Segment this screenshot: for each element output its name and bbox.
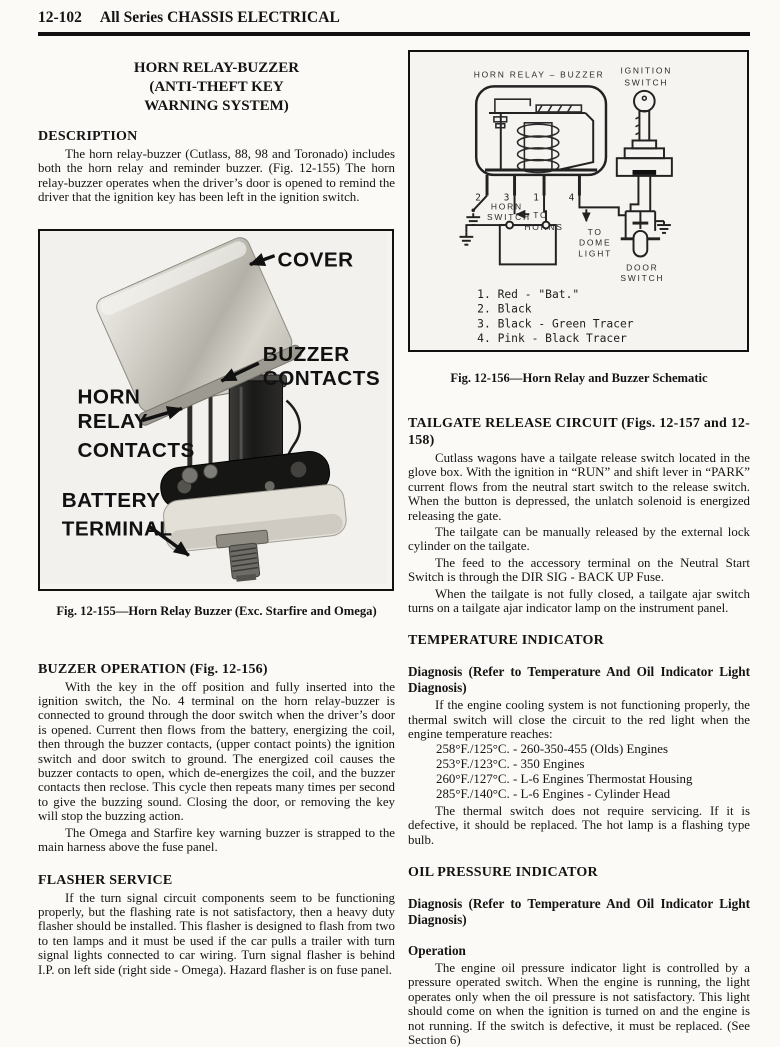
horn-relay-label-3: CONTACTS: [77, 438, 194, 461]
tailgate-paragraph-4: When the tailgate is not fully closed, a…: [408, 586, 750, 616]
tailgate-paragraph-2: The tailgate can be manually released by…: [408, 525, 750, 554]
terminal-4-number: 4: [569, 192, 575, 203]
battery-terminal-stud: [215, 529, 269, 582]
horn-switch-label-1: HORN: [491, 201, 523, 211]
oil-operation-paragraph: The engine oil pressure indicator light …: [408, 960, 750, 1047]
dome-light-label-2: DOME: [579, 238, 611, 248]
dome-light-label-3: LIGHT: [578, 249, 612, 259]
battery-box-drawing: [458, 195, 557, 266]
buzzer-operation-paragraph-1: With the key in the off position and ful…: [38, 679, 395, 824]
description-paragraph: The horn relay-buzzer (Cutlass, 88, 98 a…: [38, 147, 395, 205]
relay-terminals: 2 3 1 4: [475, 174, 581, 203]
tailgate-heading: TAILGATE RELEASE CIRCUIT (Figs. 12-157 a…: [408, 416, 750, 448]
ignition-switch-label-2: SWITCH: [624, 77, 668, 87]
door-switch-label-2: SWITCH: [620, 273, 664, 283]
buzzer-operation-paragraph-2: The Omega and Starfire key warning buzze…: [38, 825, 395, 855]
description-heading: DESCRIPTION: [38, 129, 138, 144]
relay-housing-drawing: [474, 85, 608, 177]
figure-12-156-caption: Fig. 12-156—Horn Relay and Buzzer Schema…: [450, 371, 708, 385]
tailgate-paragraph-1: Cutlass wagons have a tailgate release s…: [408, 451, 750, 523]
horn-relay-contacts-arrow: [142, 405, 183, 422]
main-title-line2: (ANTI-THEFT KEY: [149, 79, 284, 95]
section-main-title: HORN RELAY-BUZZER (ANTI-THEFT KEY WARNIN…: [38, 59, 395, 116]
buzzer-contacts-arrow: [220, 361, 260, 383]
post-screw-right: [203, 463, 218, 479]
horn-switch-label-2: SWITCH: [487, 212, 531, 222]
oil-diagnosis-heading: Diagnosis (Refer to Temperature And Oil …: [408, 895, 750, 927]
buzzer-operation-heading: BUZZER OPERATION (Fig. 12-156): [38, 661, 268, 677]
legend-item-3: 3. Black - Green Tracer: [477, 317, 634, 330]
horn-switch-drawing: HORN SWITCH: [465, 194, 531, 227]
left-column: HORN RELAY-BUZZER (ANTI-THEFT KEY WARNIN…: [38, 50, 395, 1047]
ignition-switch-label-1: IGNITION: [620, 66, 672, 76]
temperature-spec-4: 285°F./140°C. - L-6 Engines - Cylinder H…: [436, 786, 671, 801]
page-number: 12-102: [38, 9, 82, 26]
temperature-outro-paragraph: The thermal switch does not require serv…: [408, 803, 750, 847]
ignition-switch-drawing: [615, 89, 673, 212]
temperature-indicator-heading: TEMPERATURE INDICATOR: [408, 633, 604, 649]
cover-drawing: [96, 236, 302, 426]
battery-terminal-arrow: [147, 524, 190, 557]
dome-light-callout: TO DOME LIGHT: [578, 195, 626, 259]
to-horns-label-1: TO: [533, 210, 548, 220]
temperature-spec-3: 260°F./127°C. - L-6 Engines Thermostat H…: [436, 771, 693, 786]
cover-label: COVER: [278, 248, 354, 271]
horn-relay-label-2: RELAY: [77, 410, 148, 433]
schematic-relay-label: HORN RELAY – BUZZER: [474, 70, 605, 80]
main-title-line3: WARNING SYSTEM): [144, 98, 289, 114]
oil-pressure-heading: OIL PRESSURE INDICATOR: [408, 864, 598, 880]
wire-color-legend: 1. Red - "Bat." 2. Black 3. Black - Gree…: [477, 288, 634, 345]
tailgate-paragraph-3: The feed to the accessory terminal on th…: [408, 555, 750, 585]
legend-item-2: 2. Black: [477, 303, 532, 316]
legend-item-1: 1. Red - "Bat.": [477, 288, 579, 301]
main-title-line1: HORN RELAY-BUZZER: [133, 60, 300, 76]
page-header: 12-102 All Series CHASSIS ELECTRICAL: [38, 9, 750, 36]
door-switch-drawing: DOOR SWITCH: [620, 210, 672, 283]
page-title: All Series CHASSIS ELECTRICAL: [99, 9, 340, 26]
figure-12-155: COVER BUZZER CONTACTS HORN RELAY CONTACT…: [38, 228, 394, 591]
flasher-service-heading: FLASHER SERVICE: [38, 872, 173, 888]
post-screw-left: [181, 466, 199, 484]
temperature-diagnosis-heading: Diagnosis (Refer to Temperature And Oil …: [408, 664, 750, 696]
battery-terminal-label-1: BATTERY: [62, 489, 161, 512]
terminal-3-number: 3: [504, 192, 510, 203]
figure-12-155-caption: Fig. 12-155—Horn Relay Buzzer (Exc. Star…: [56, 603, 377, 618]
dome-light-label-1: TO: [588, 227, 603, 237]
temperature-intro-paragraph: If the engine cooling system is not func…: [408, 698, 750, 742]
temperature-spec-2: 253°F./123°C. - 350 Engines: [436, 756, 585, 771]
battery-terminal-label-2: TERMINAL: [62, 517, 173, 540]
legend-item-4: 4. Pink - Black Tracer: [477, 332, 627, 345]
flasher-service-paragraph: If the turn signal circuit components se…: [38, 890, 395, 977]
two-column-layout: HORN RELAY-BUZZER (ANTI-THEFT KEY WARNIN…: [38, 50, 750, 1047]
cover-arrow: [249, 252, 276, 266]
buzzer-contacts-label-2: CONTACTS: [263, 366, 380, 389]
horn-relay-buzzer-photo: COVER BUZZER CONTACTS HORN RELAY CONTACT…: [40, 230, 387, 584]
right-column: HORN RELAY – BUZZER IGNITION SWITCH: [408, 50, 750, 1047]
terminal-1-number: 1: [533, 192, 539, 203]
temperature-spec-1: 258°F./125°C. - 260-350-455 (Olds) Engin…: [436, 741, 668, 756]
figure-12-156: HORN RELAY – BUZZER IGNITION SWITCH: [408, 50, 749, 352]
horn-relay-label-1: HORN: [77, 385, 140, 408]
horn-relay-buzzer-schematic: HORN RELAY – BUZZER IGNITION SWITCH: [458, 66, 673, 345]
oil-operation-heading: Operation: [408, 942, 466, 958]
terminal-2-number: 2: [475, 192, 481, 203]
buzzer-contacts-label-1: BUZZER: [263, 343, 350, 366]
door-switch-label-1: DOOR: [626, 262, 658, 272]
